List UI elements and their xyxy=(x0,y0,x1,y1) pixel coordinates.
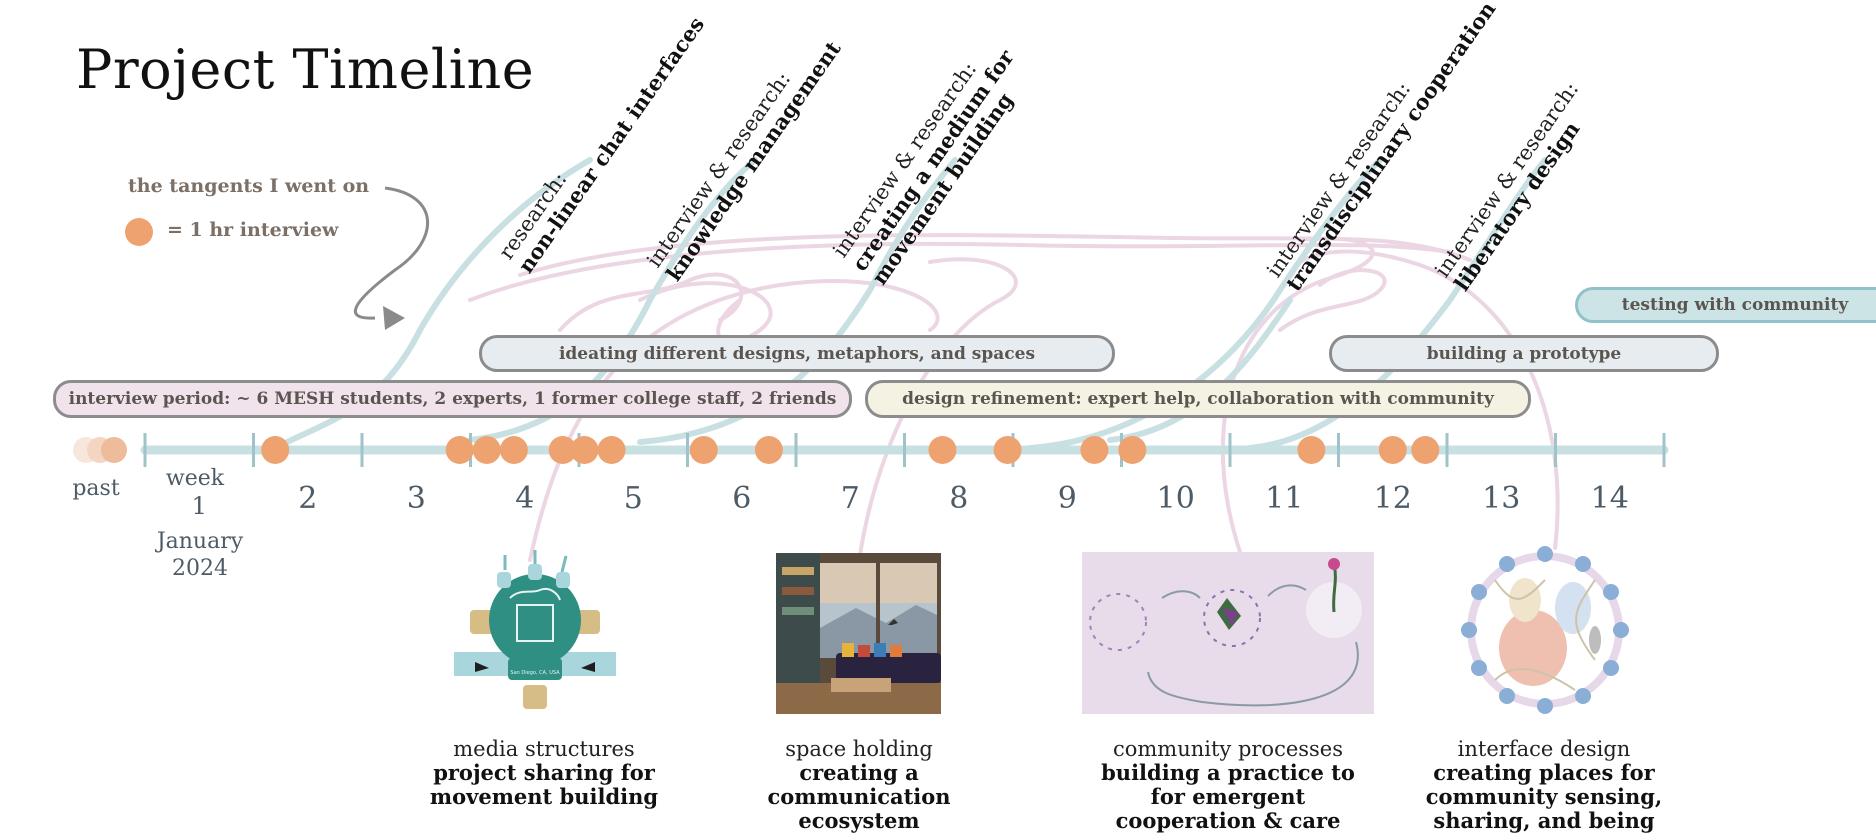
arrow-head-icon xyxy=(383,306,405,330)
legend-interview-label: = 1 hr interview xyxy=(167,219,339,241)
interview-dot xyxy=(928,436,957,464)
outcome-line: creating a communication xyxy=(767,760,951,809)
outcome-heading: interface design xyxy=(1457,737,1631,761)
connector-curve xyxy=(558,272,744,332)
tangent-line xyxy=(1247,157,1548,451)
outcome-line: project sharing for xyxy=(433,760,655,785)
week-number: 5 xyxy=(623,481,643,516)
connector-curve xyxy=(1278,268,1387,332)
interview-dot xyxy=(445,436,474,464)
interview-dot xyxy=(1378,436,1407,464)
interview-dot xyxy=(754,436,783,464)
outcome-line: for emergent xyxy=(1150,784,1306,809)
legend-tangents-label: the tangents I went on xyxy=(128,175,370,197)
tangent-line xyxy=(467,157,758,443)
week-number: 7 xyxy=(840,481,860,516)
week-number: 4 xyxy=(515,481,535,516)
interview-dot xyxy=(1411,436,1440,464)
outcome-line: cooperation & care xyxy=(1115,808,1341,833)
interview-dots xyxy=(261,436,1440,464)
phase-interview-pill: interview period: ~ 6 MESH students, 2 e… xyxy=(53,380,852,418)
outcome-heading: media structures xyxy=(453,737,635,761)
interview-dot xyxy=(1118,436,1147,464)
outcome-interface-design: interface design creating places for com… xyxy=(1394,737,1694,833)
tangent-line xyxy=(272,157,593,451)
phase-prototype-pill: building a prototype xyxy=(1329,335,1719,372)
tangent-lines xyxy=(272,157,1548,451)
outcome-line: movement building xyxy=(429,784,659,809)
month-label: January xyxy=(156,529,244,554)
outcome-line: sharing, and being xyxy=(1433,808,1655,833)
interview-dot xyxy=(261,436,290,464)
outcome-community-processes: community processes building a practice … xyxy=(1078,737,1378,833)
outcome-media-structures: media structures project sharing for mov… xyxy=(394,737,694,809)
interview-dot xyxy=(472,436,501,464)
week-number: 9 xyxy=(1057,481,1077,516)
outcome-line: community sensing, xyxy=(1425,784,1663,809)
week-number: 14 xyxy=(1590,481,1629,516)
interview-dot xyxy=(1297,436,1326,464)
tangent-line xyxy=(637,157,958,445)
curly-arrow-icon xyxy=(353,186,430,320)
interview-dot xyxy=(1080,436,1109,464)
outcome-line: building a practice to xyxy=(1101,760,1355,785)
interview-dot xyxy=(499,436,528,464)
past-dots xyxy=(73,437,127,463)
interview-dot xyxy=(570,436,599,464)
week-number: 3 xyxy=(406,481,426,516)
interview-dot xyxy=(689,436,718,464)
outcome-line: ecosystem xyxy=(798,808,920,833)
connector-curve xyxy=(468,241,1452,302)
week-number: 2 xyxy=(298,481,318,516)
week-number: 13 xyxy=(1482,481,1521,516)
phase-ideating-pill: ideating different designs, metaphors, a… xyxy=(479,335,1115,372)
year-label: 2024 xyxy=(172,556,228,581)
media-structures-image: San Diego, CA, USA xyxy=(454,550,616,709)
outcome-space-holding: space holding creating a communication e… xyxy=(709,737,1009,833)
interface-design-image xyxy=(1461,546,1629,714)
page-title: Project Timeline xyxy=(76,38,535,101)
past-dot xyxy=(101,437,127,463)
connector-curve xyxy=(858,257,1018,557)
week-number: 1 xyxy=(191,492,207,520)
outcome-heading: space holding xyxy=(785,737,933,761)
interview-dot xyxy=(993,436,1022,464)
outcome-heading: community processes xyxy=(1112,737,1344,761)
week-number: 10 xyxy=(1156,481,1195,516)
week-number: 6 xyxy=(732,481,752,516)
connector-curve xyxy=(1220,236,1375,554)
connector-curve xyxy=(518,233,1472,277)
legend-interview-dot xyxy=(125,218,153,246)
tangent-line xyxy=(1027,157,1383,451)
community-processes-image xyxy=(1082,552,1374,714)
past-label: past xyxy=(72,476,120,501)
phase-refinement-pill: design refinement: expert help, collabor… xyxy=(865,380,1531,418)
week-number: 12 xyxy=(1373,481,1412,516)
week-number: 8 xyxy=(949,481,969,516)
interview-dot xyxy=(597,436,626,464)
map-caption: San Diego, CA, USA xyxy=(510,670,560,676)
week-number: 11 xyxy=(1265,481,1304,516)
space-holding-image xyxy=(776,553,941,714)
phase-testing-pill: testing with community xyxy=(1575,287,1876,323)
connector-curve xyxy=(638,281,773,345)
week-label: week xyxy=(165,466,225,491)
interview-dot xyxy=(548,436,577,464)
outcome-line: creating places for xyxy=(1433,760,1655,785)
